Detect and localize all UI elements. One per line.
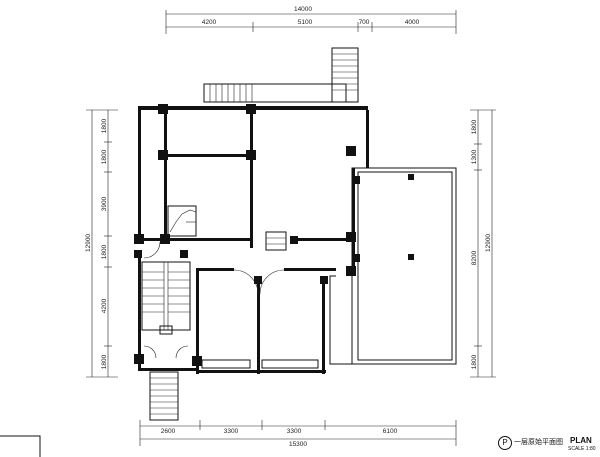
dim-left-seg-4: 1800 xyxy=(101,244,108,259)
dim-right-seg-3: 8200 xyxy=(471,250,478,265)
dim-top-total: 14000 xyxy=(294,6,312,13)
dim-top-seg-1: 4200 xyxy=(202,19,217,26)
dim-top-seg-2: 5100 xyxy=(298,19,313,26)
interior-stair xyxy=(167,205,197,237)
dim-bottom-seg-1: 2600 xyxy=(161,428,176,435)
sheet-frame-corner xyxy=(0,435,41,457)
bottom-entrance-stairs xyxy=(149,371,179,421)
plan-title-cn: 一层原始平面图 xyxy=(514,439,563,446)
right-dimension-chain: 1800 1300 8200 1800 12900 xyxy=(470,109,496,378)
door-swings xyxy=(143,241,285,359)
dim-left-seg-5: 4200 xyxy=(101,298,108,313)
dim-top-seg-3: 700 xyxy=(359,19,370,26)
dim-left-total: 12900 xyxy=(85,234,92,252)
structural-columns xyxy=(134,104,414,366)
dim-left-seg-6: 1800 xyxy=(101,354,108,369)
left-dimension-chain: 12900 1800 1800 3900 1800 4200 1800 xyxy=(85,109,118,378)
dim-bottom-total: 15300 xyxy=(289,441,307,448)
dim-left-seg-1: 1800 xyxy=(101,118,108,133)
dim-right-seg-1: 1800 xyxy=(471,119,478,134)
title-block: P 一层原始平面图 PLAN SCALE 1:80 xyxy=(498,434,598,456)
bottom-dimension-chain: 2600 3300 3300 6100 15300 xyxy=(139,420,457,448)
plan-badge: P xyxy=(498,436,512,450)
top-dimension-chain: 14000 4200 5100 700 4000 xyxy=(165,6,457,34)
plan-scale: SCALE 1:80 xyxy=(568,446,596,452)
plan-title-en: PLAN xyxy=(570,436,592,445)
exterior-walls xyxy=(138,106,369,374)
dim-left-seg-2: 1800 xyxy=(101,149,108,164)
kitchen-stair-unit xyxy=(265,231,287,251)
dim-bottom-seg-3: 3300 xyxy=(287,428,302,435)
bottom-windows xyxy=(201,359,319,369)
dim-right-seg-4: 1800 xyxy=(471,354,478,369)
dim-top-seg-4: 4000 xyxy=(405,19,420,26)
top-entrance-stairs xyxy=(203,47,359,103)
dim-right-seg-2: 1300 xyxy=(471,149,478,164)
lower-stairwell xyxy=(141,261,191,335)
dim-bottom-seg-4: 6100 xyxy=(383,428,398,435)
dim-left-seg-3: 3900 xyxy=(101,196,108,211)
dim-bottom-seg-2: 3300 xyxy=(224,428,239,435)
dim-right-total: 12900 xyxy=(485,234,492,252)
